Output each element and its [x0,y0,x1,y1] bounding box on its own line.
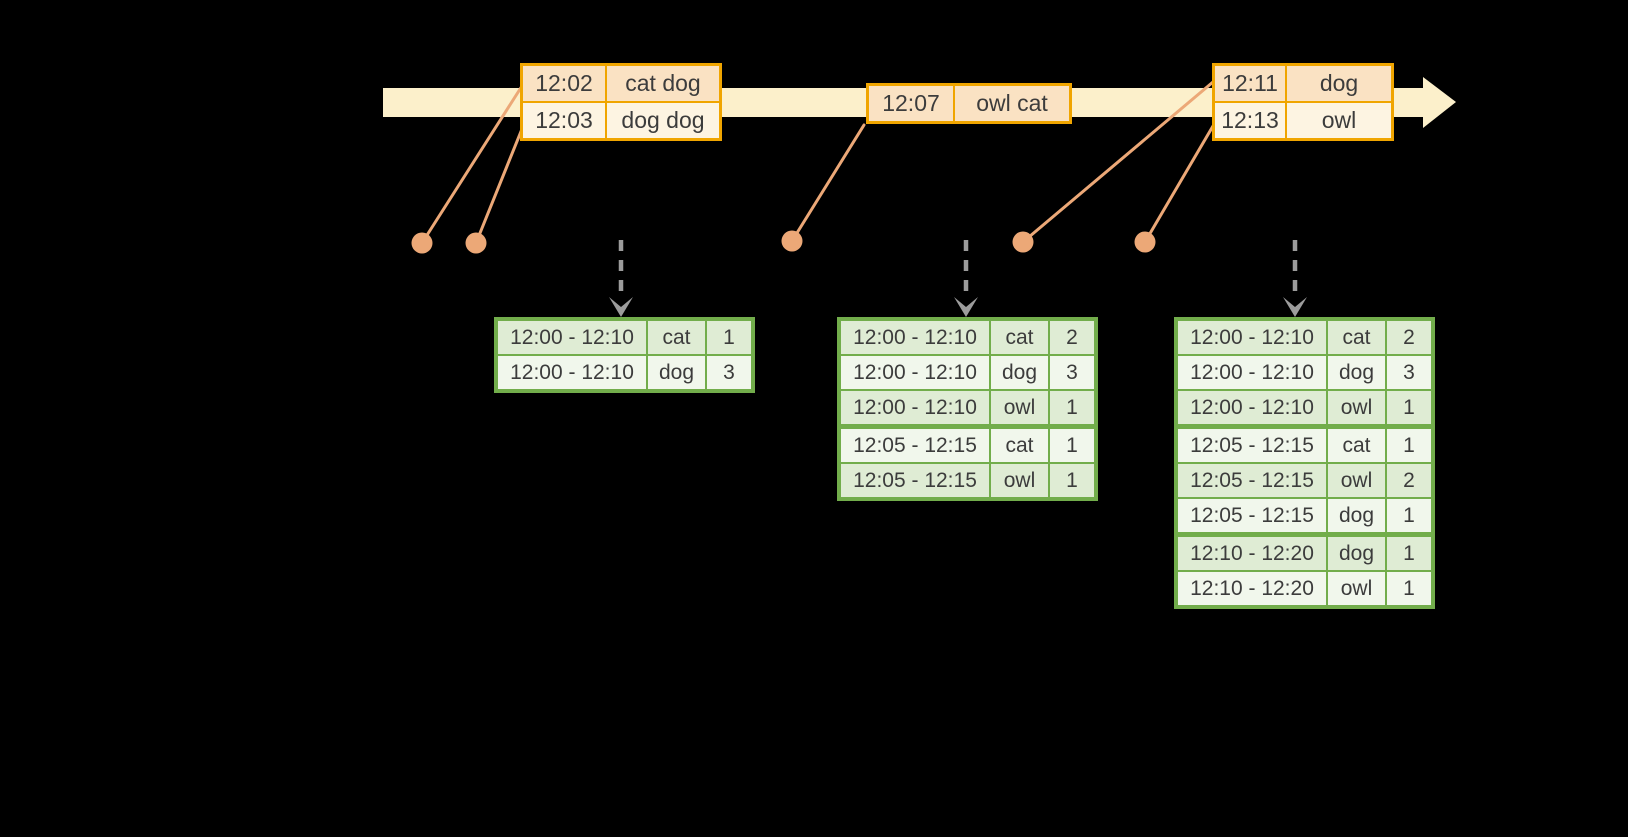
time-cell: 12:11 [1212,63,1287,103]
word-cell: owl [1326,570,1387,608]
word-cell: owl [989,389,1050,428]
timeline-arrowhead-icon [1423,77,1456,128]
word-cell: dog [1326,532,1387,572]
word-cell: owl [1326,462,1387,499]
count-cell: 2 [1385,462,1434,499]
word-cell: dog [989,354,1050,391]
trigger-arrow-icon [1283,297,1307,317]
time-cell: 12:03 [520,101,607,141]
window-cell: 12:05 - 12:15 [838,462,991,500]
count-cell: 3 [705,354,754,392]
connector-line [420,84,524,245]
window-cell: 12:00 - 12:10 [1175,389,1328,428]
connector-lines [420,80,1215,245]
event-dot [465,232,487,254]
window-cell: 12:00 - 12:10 [1175,318,1328,356]
words-cell: owl [1285,101,1394,141]
count-cell: 3 [1385,354,1434,391]
window-cell: 12:05 - 12:15 [1175,462,1328,499]
word-cell: owl [1326,389,1387,428]
window-cell: 12:10 - 12:20 [1175,570,1328,608]
count-cell: 1 [705,318,754,356]
count-cell: 1 [1385,497,1434,536]
connector-line [1021,80,1215,244]
word-cell: dog [1326,354,1387,391]
event-dot [1012,231,1034,253]
word-cell: cat [646,318,707,356]
word-cell: owl [989,462,1050,500]
words-cell: dog [1285,63,1394,103]
trigger-arrow-icon [954,297,978,317]
word-cell: dog [1326,497,1387,536]
window-cell: 12:00 - 12:10 [838,389,991,428]
count-cell: 1 [1385,570,1434,608]
word-cell: dog [646,354,707,392]
count-cell: 1 [1385,389,1434,428]
trigger-arrows [609,240,1307,317]
window-cell: 12:05 - 12:15 [838,424,991,464]
event-dots [411,230,1156,254]
window-cell: 12:00 - 12:10 [495,318,648,356]
time-cell: 12:02 [520,63,607,103]
connector-line [1143,124,1215,244]
count-cell: 3 [1048,354,1097,391]
word-cell: cat [989,318,1050,356]
event-dot [411,232,433,254]
word-cell: cat [1326,318,1387,356]
window-cell: 12:05 - 12:15 [1175,424,1328,464]
words-cell: dog dog [605,101,722,141]
window-cell: 12:00 - 12:10 [838,318,991,356]
word-cell: cat [989,424,1050,464]
event-dot [1134,231,1156,253]
time-cell: 12:13 [1212,101,1287,141]
connector-line [474,122,526,245]
count-cell: 2 [1385,318,1434,356]
connector-line [790,123,866,243]
count-cell: 1 [1048,389,1097,428]
words-cell: cat dog [605,63,722,103]
words-cell: owl cat [953,83,1072,124]
window-cell: 12:00 - 12:10 [495,354,648,392]
window-cell: 12:05 - 12:15 [1175,497,1328,536]
count-cell: 1 [1048,462,1097,500]
count-cell: 1 [1048,424,1097,464]
time-cell: 12:07 [866,83,955,124]
window-cell: 12:00 - 12:10 [838,354,991,391]
trigger-arrow-icon [609,297,633,317]
count-cell: 1 [1385,424,1434,464]
word-cell: cat [1326,424,1387,464]
window-cell: 12:10 - 12:20 [1175,532,1328,572]
count-cell: 2 [1048,318,1097,356]
count-cell: 1 [1385,532,1434,572]
window-cell: 12:00 - 12:10 [1175,354,1328,391]
event-dot [781,230,803,252]
